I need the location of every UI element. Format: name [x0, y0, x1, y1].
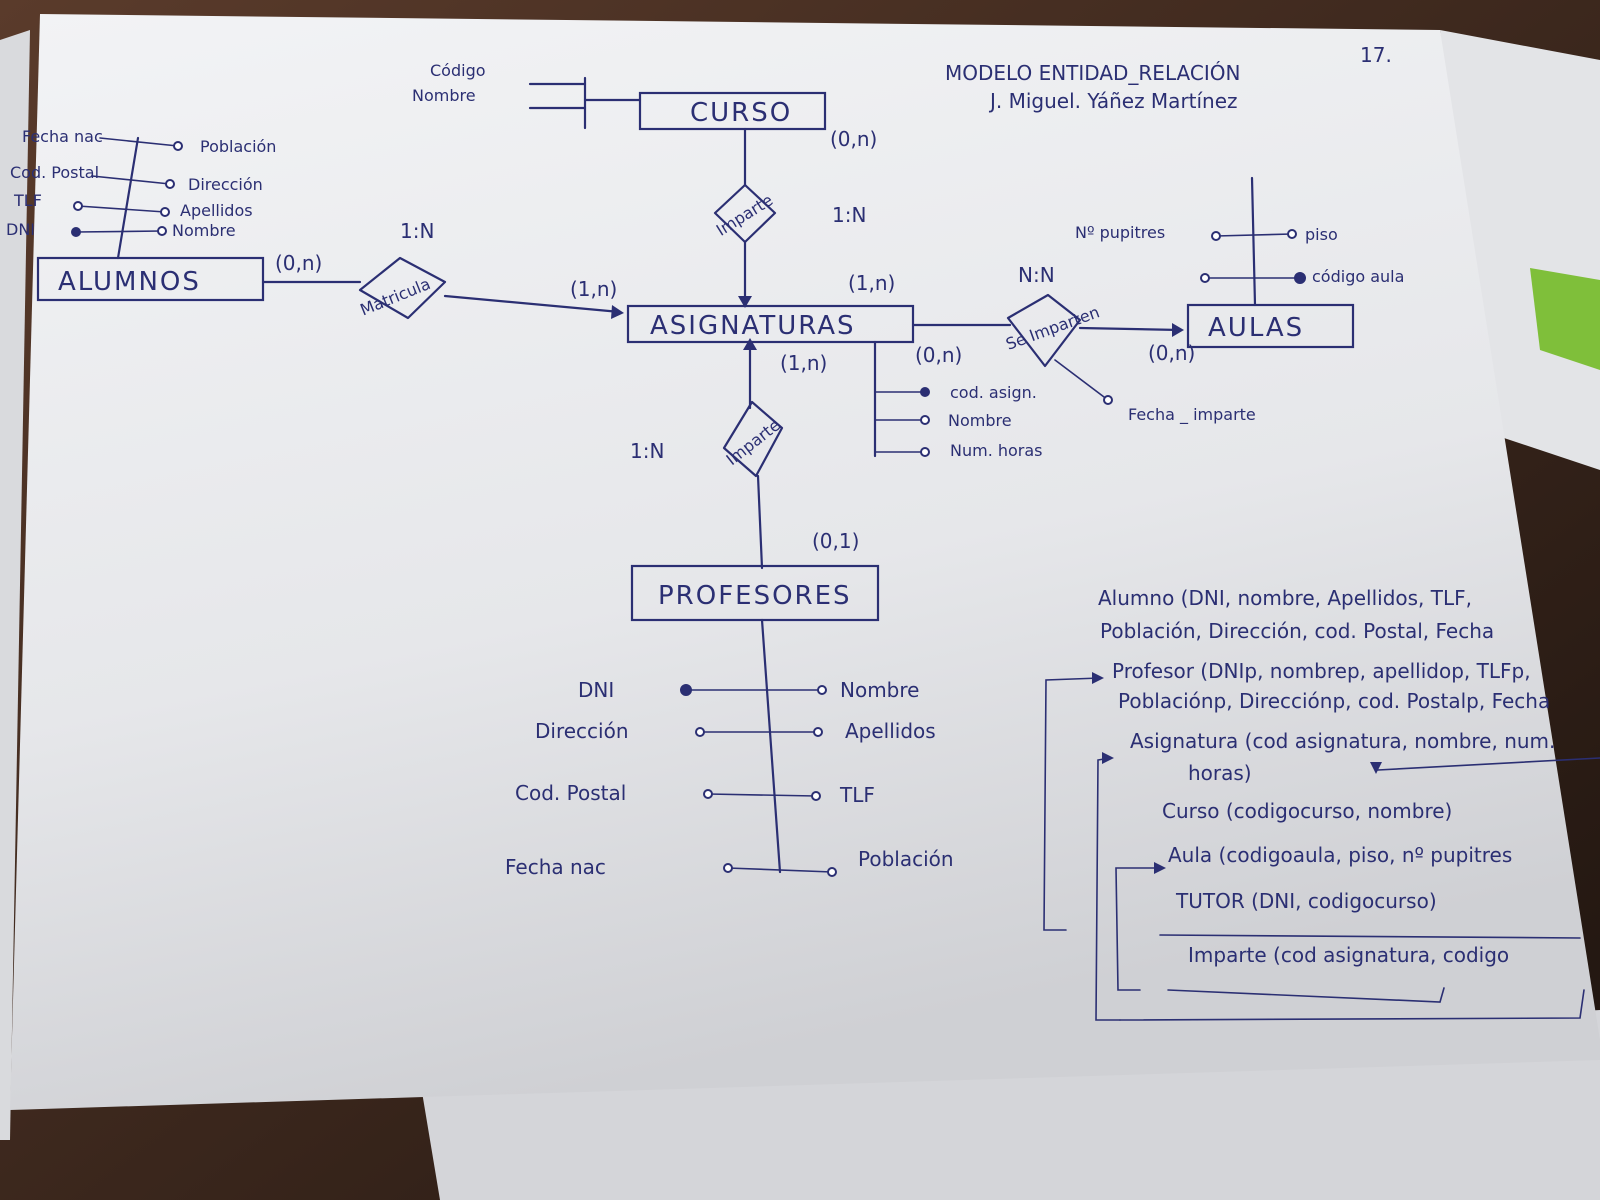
attr-alumnos-poblacion: Población — [200, 137, 276, 156]
card-asig-left: (1,n) — [570, 277, 617, 301]
attributes-aulas: Nº pupitres piso código aula — [1075, 176, 1404, 307]
card-prof-side: (0,1) — [812, 529, 859, 553]
relation-imparte-curso: Imparte — [713, 183, 776, 244]
card-alumnos-side: (0,n) — [275, 251, 322, 275]
relation-se-imparten: Se Imparten — [1003, 293, 1102, 368]
relation-matricula-label: Matricula — [357, 274, 433, 319]
entity-asignaturas-label: ASIGNATURAS — [650, 311, 856, 341]
relation-matricula: Matricula — [357, 256, 447, 319]
attr-prof-poblacion: Población — [858, 847, 954, 871]
attr-aulas-codigo: código aula — [1312, 267, 1404, 286]
attr-se-imparten-fecha: Fecha _ imparte — [1128, 405, 1256, 425]
attr-prof-dni: DNI — [578, 678, 614, 702]
schema-line-3: Profesor (DNIp, nombrep, apellidop, TLFp… — [1112, 659, 1531, 683]
relational-schema: Alumno (DNI, nombre, Apellidos, TLF, Pob… — [1043, 586, 1600, 1021]
schema-line-10: Imparte (cod asignatura, codigo — [1188, 943, 1509, 967]
attr-asig-horas: Num. horas — [950, 441, 1043, 460]
main-sheet — [10, 14, 1600, 1110]
attr-curso-codigo: Código — [430, 61, 486, 80]
schema-line-1: Alumno (DNI, nombre, Apellidos, TLF, — [1098, 586, 1472, 610]
entity-alumnos-label: ALUMNOS — [58, 267, 201, 297]
entity-curso-label: CURSO — [690, 98, 792, 128]
card-curso-rel: 1:N — [832, 203, 866, 227]
green-paper-edge — [1530, 268, 1600, 370]
schema-line-7: Curso (codigocurso, nombre) — [1162, 799, 1452, 823]
schema-line-5: Asignatura (cod asignatura, nombre, num. — [1130, 729, 1555, 753]
entity-alumnos: ALUMNOS — [36, 256, 265, 302]
diagram-title: MODELO ENTIDAD_RELACIÓN — [945, 61, 1240, 85]
entity-aulas-label: AULAS — [1208, 313, 1304, 343]
attr-prof-nombre: Nombre — [840, 678, 919, 702]
schema-line-8: Aula (codigoaula, piso, nº pupitres — [1168, 843, 1512, 867]
attr-prof-codpostal: Cod. Postal — [515, 781, 626, 805]
schema-line-2: Población, Dirección, cod. Postal, Fecha — [1100, 619, 1494, 643]
card-prof-rel: 1:N — [630, 439, 664, 463]
attr-alumnos-codpostal: Cod. Postal — [10, 163, 99, 182]
attributes-asignaturas: cod. asign. Nombre Num. horas — [873, 340, 1043, 460]
author-name: J. Miguel. Yáñez Martínez — [988, 89, 1238, 113]
entity-profesores-label: PROFESORES — [658, 581, 852, 611]
attr-prof-fecha: Fecha nac — [505, 855, 606, 879]
relation-imparte-prof: Imparte — [722, 400, 784, 478]
card-asig-bottom: (1,n) — [780, 351, 827, 375]
attr-curso-nombre: Nombre — [412, 86, 476, 105]
card-matricula-rel: 1:N — [400, 219, 434, 243]
attributes-profesores: DNI Dirección Cod. Postal Fecha nac Nomb… — [505, 618, 954, 879]
attr-alumnos-dni: DNI — [6, 220, 35, 239]
page-number: 17. — [1360, 43, 1392, 67]
relation-imparte-curso-label: Imparte — [713, 190, 776, 239]
attr-prof-tlf: TLF — [839, 783, 875, 807]
entity-curso: CURSO — [638, 91, 827, 131]
schema-line-9: TUTOR (DNI, codigocurso) — [1175, 889, 1437, 913]
card-curso-side: (0,n) — [830, 127, 877, 151]
back-sheet-left — [0, 30, 30, 1140]
schema-line-6: horas) — [1188, 761, 1252, 785]
attr-asig-cod: cod. asign. — [950, 383, 1037, 402]
attr-aulas-pupitres: Nº pupitres — [1075, 223, 1165, 242]
attr-aulas-piso: piso — [1305, 225, 1338, 244]
card-asig-right: (0,n) — [915, 343, 962, 367]
entity-asignaturas: ASIGNATURAS — [626, 304, 915, 344]
attr-alumnos-fecha: Fecha nac — [22, 127, 103, 146]
attr-alumnos-direccion: Dirección — [188, 175, 263, 194]
card-seimparten-rel: N:N — [1018, 263, 1055, 287]
attributes-curso: Código Nombre — [412, 61, 642, 130]
card-asig-top: (1,n) — [848, 271, 895, 295]
attr-alumnos-tlf: TLF — [13, 191, 42, 210]
attr-prof-apellidos: Apellidos — [845, 719, 936, 743]
attr-asig-nombre: Nombre — [948, 411, 1012, 430]
attr-prof-direccion: Dirección — [535, 719, 629, 743]
entity-aulas: AULAS — [1186, 303, 1355, 349]
attr-alumnos-nombre: Nombre — [172, 221, 236, 240]
entity-profesores: PROFESORES — [630, 564, 880, 622]
schema-line-4: Poblaciónp, Direcciónp, cod. Postalp, Fe… — [1118, 689, 1550, 713]
attr-alumnos-apellidos: Apellidos — [180, 201, 253, 220]
attributes-alumnos: Fecha nac Cod. Postal TLF DNI Población … — [6, 127, 276, 260]
